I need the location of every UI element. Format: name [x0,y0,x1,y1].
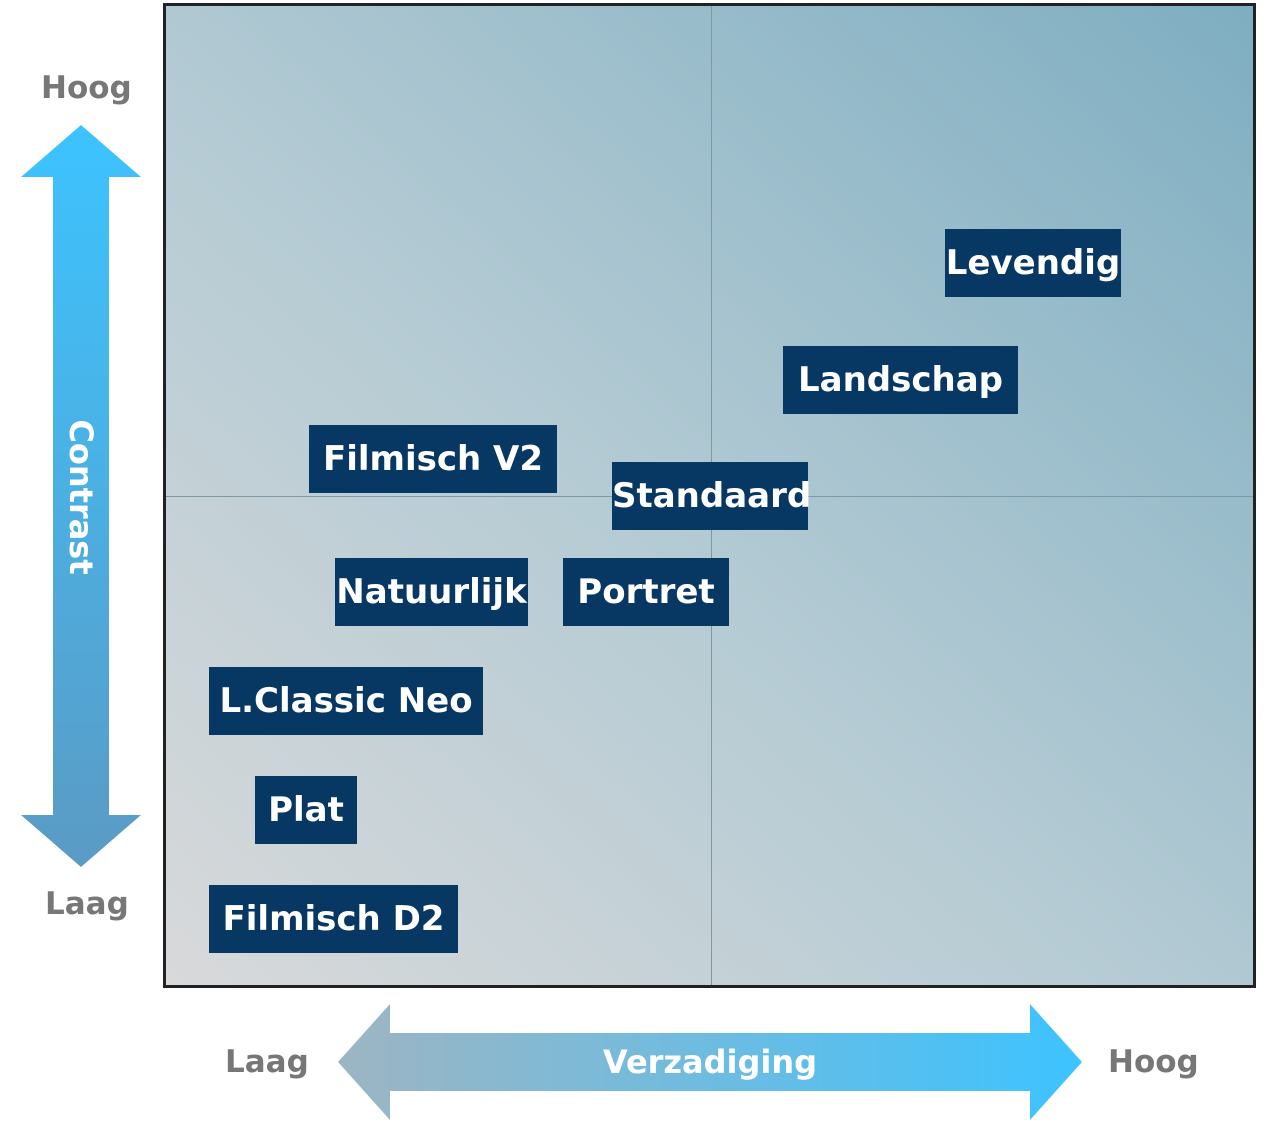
saturation-axis-arrow [338,1004,1082,1120]
x-axis-high-label: Hoog [1108,1044,1199,1080]
style-label-standaard: Standaard [612,462,811,530]
style-label-l-classic-neo: L.Classic Neo [209,667,483,735]
contrast-axis-arrow [21,125,141,867]
y-axis-high-label: Hoog [41,70,132,106]
style-label-filmisch-v2: Filmisch V2 [309,425,557,493]
style-label-plat: Plat [255,776,357,844]
style-label-levendig: Levendig [945,229,1121,297]
y-axis-low-label: Laag [45,886,129,922]
x-axis-title: Verzadiging [602,1043,818,1081]
style-label-natuurlijk: Natuurlijk [335,558,528,626]
style-label-landschap: Landschap [783,346,1018,414]
x-axis-low-label: Laag [225,1044,309,1080]
y-axis-title: Contrast [62,419,100,575]
style-label-portret: Portret [563,558,729,626]
style-label-filmisch-d2: Filmisch D2 [209,885,458,953]
